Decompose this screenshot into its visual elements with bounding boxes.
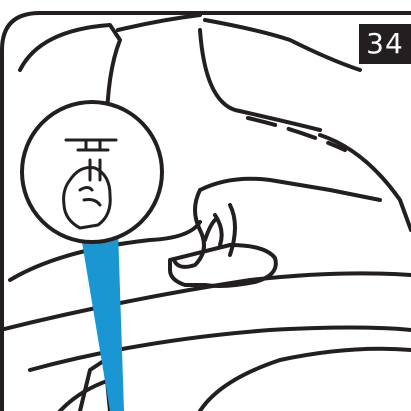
magnifier-callout-icon: [22, 102, 162, 242]
backrest-right: [205, 20, 360, 70]
step-number-badge: 34: [359, 24, 411, 64]
seat-front: [0, 273, 411, 330]
side-bolster: [320, 135, 411, 230]
buckle-tongue: [205, 220, 215, 240]
backrest-center: [118, 15, 200, 30]
hand: [175, 179, 380, 267]
seat-lower: [200, 349, 411, 411]
